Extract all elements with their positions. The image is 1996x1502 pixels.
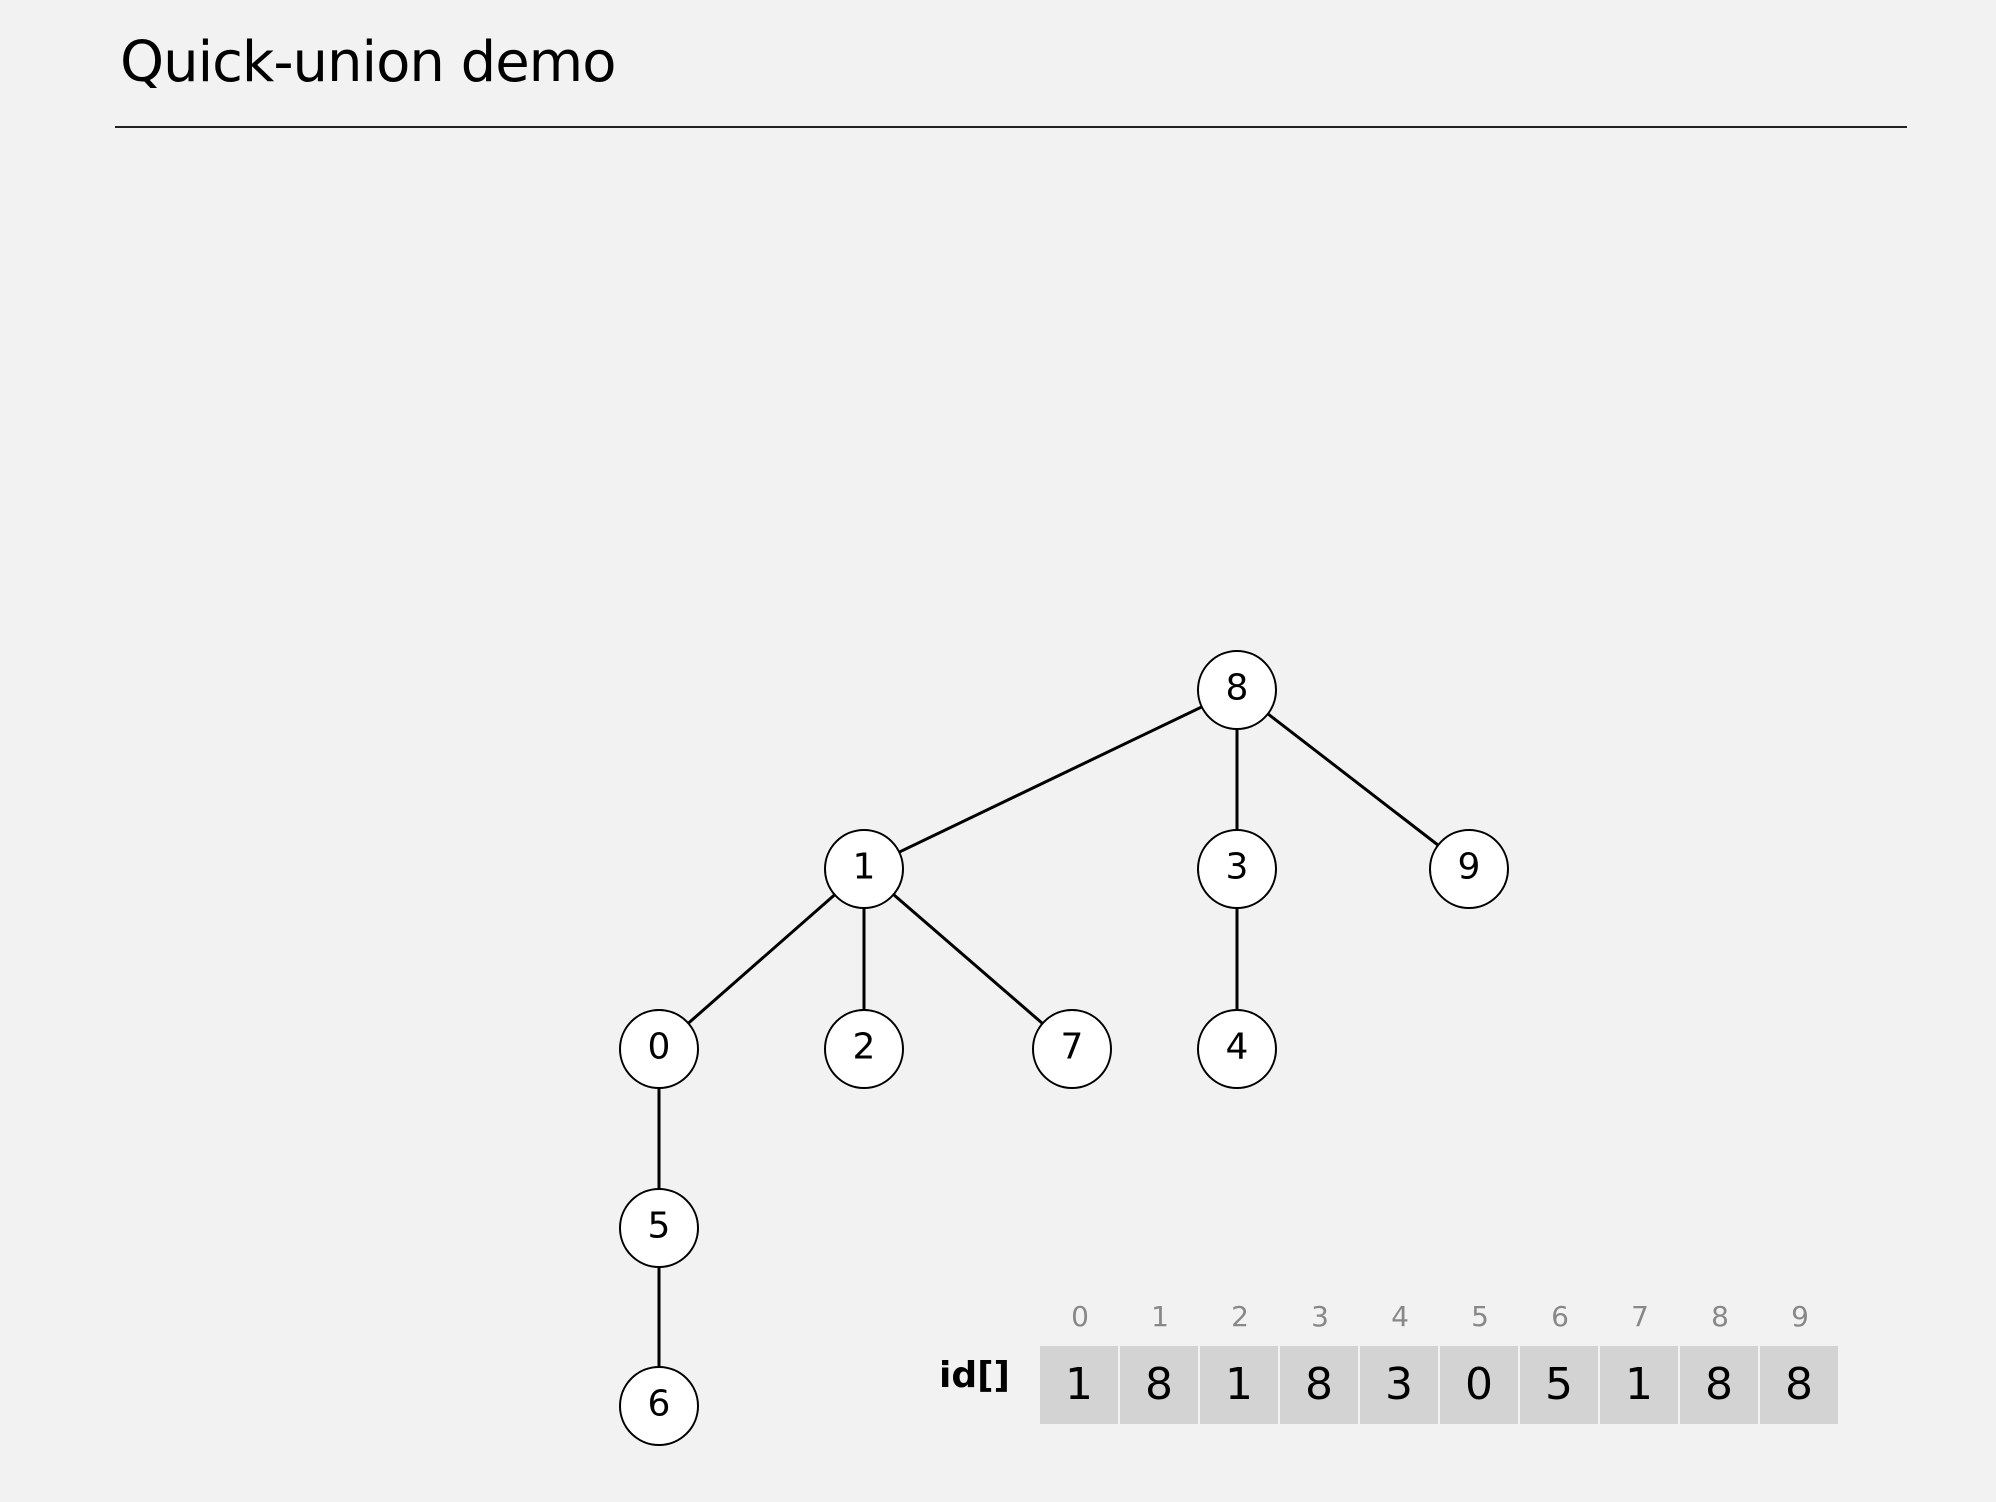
- node-label: 6: [648, 1384, 671, 1425]
- array-cell: 8: [1120, 1346, 1198, 1424]
- tree-node-7: 7: [1032, 1009, 1112, 1089]
- node-label: 4: [1226, 1027, 1249, 1068]
- node-circle: [824, 829, 904, 909]
- node-label: 0: [648, 1027, 671, 1068]
- array-cell: 1: [1600, 1346, 1678, 1424]
- node-circle: [1197, 650, 1277, 730]
- tree-node-2: 2: [824, 1009, 904, 1089]
- tree-edge-1-0: [658, 867, 865, 1051]
- array-cell: 8: [1280, 1346, 1358, 1424]
- array-cell: 3: [1360, 1346, 1438, 1424]
- node-circle: [619, 1188, 699, 1268]
- node-label: 3: [1226, 847, 1249, 888]
- node-circle: [824, 1009, 904, 1089]
- node-label: 1: [853, 847, 876, 888]
- node-label: 7: [1061, 1027, 1084, 1068]
- node-circle: [1197, 829, 1277, 909]
- array-cell: 8: [1760, 1346, 1838, 1424]
- array-index: 1: [1151, 1300, 1169, 1333]
- node-label: 8: [1226, 668, 1249, 709]
- array-index: 0: [1071, 1300, 1089, 1333]
- array-cell: 0: [1440, 1346, 1518, 1424]
- array-index-row: 0 1 2 3 4 5 6 7 8 9: [1040, 1300, 1840, 1333]
- node-label: 2: [853, 1027, 876, 1068]
- tree-node-4: 4: [1197, 1009, 1277, 1089]
- page-title: Quick-union demo: [120, 30, 616, 95]
- array-index: 3: [1311, 1300, 1329, 1333]
- node-label: 9: [1458, 847, 1481, 888]
- node-circle: [1032, 1009, 1112, 1089]
- node-label: 5: [648, 1206, 671, 1247]
- node-circle: [1197, 1009, 1277, 1089]
- tree-edge-8-1: [863, 688, 1238, 871]
- tree-node-0: 0: [619, 1009, 699, 1089]
- array-cell: 8: [1680, 1346, 1758, 1424]
- array-cell: 1: [1040, 1346, 1118, 1424]
- tree-node-1: 1: [824, 829, 904, 909]
- tree-edge-8-9: [1236, 688, 1470, 871]
- tree-node-8: 8: [1197, 650, 1277, 730]
- tree-node-6: 6: [619, 1366, 699, 1446]
- array-index: 6: [1551, 1300, 1569, 1333]
- tree-node-5: 5: [619, 1188, 699, 1268]
- node-circle: [619, 1009, 699, 1089]
- array-index: 5: [1471, 1300, 1489, 1333]
- node-circle: [1429, 829, 1509, 909]
- id-array: 1 8 1 8 3 0 5 1 8 8: [1040, 1346, 1840, 1424]
- array-index: 8: [1711, 1300, 1729, 1333]
- array-index: 9: [1791, 1300, 1809, 1333]
- tree-edge-1-7: [863, 867, 1073, 1051]
- array-cell: 5: [1520, 1346, 1598, 1424]
- array-index: 4: [1391, 1300, 1409, 1333]
- node-circle: [619, 1366, 699, 1446]
- array-cell: 1: [1200, 1346, 1278, 1424]
- array-index: 2: [1231, 1300, 1249, 1333]
- tree-node-3: 3: [1197, 829, 1277, 909]
- title-divider: [115, 126, 1907, 128]
- tree-node-9: 9: [1429, 829, 1509, 909]
- array-label: id[]: [938, 1355, 1010, 1396]
- array-index: 7: [1631, 1300, 1649, 1333]
